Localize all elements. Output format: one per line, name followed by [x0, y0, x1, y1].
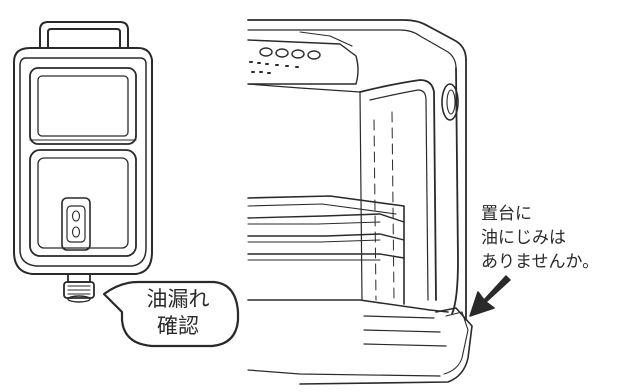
tank-handle	[39, 21, 129, 49]
heater-top	[247, 19, 467, 69]
tank-lower-panel	[29, 149, 137, 257]
heater-body	[247, 19, 473, 385]
speech-bubble	[102, 280, 240, 348]
tray-oil-note: 置台に 油にじみは ありませんか。	[481, 202, 629, 274]
note-line-3: ありませんか。	[481, 252, 600, 272]
fuel-tank	[13, 21, 153, 303]
bubble-line-2: 確認	[157, 314, 199, 338]
tank-body	[13, 47, 153, 275]
heater-louvers	[247, 111, 405, 305]
oil-leak-check-label: 油漏れ 確認	[132, 286, 224, 340]
fuel-cap-icon	[63, 273, 95, 303]
heater-side	[441, 59, 467, 321]
arrow-down-left-icon	[469, 275, 511, 317]
control-panel	[247, 39, 361, 93]
heater-front-frame	[359, 79, 437, 301]
fuel-gauge	[61, 197, 91, 251]
tank-upper-panel	[29, 67, 137, 145]
note-line-1: 置台に	[481, 204, 532, 224]
note-line-2: 油にじみは	[481, 228, 566, 248]
bubble-line-1: 油漏れ	[146, 287, 210, 311]
heater-base-tray	[247, 299, 473, 385]
